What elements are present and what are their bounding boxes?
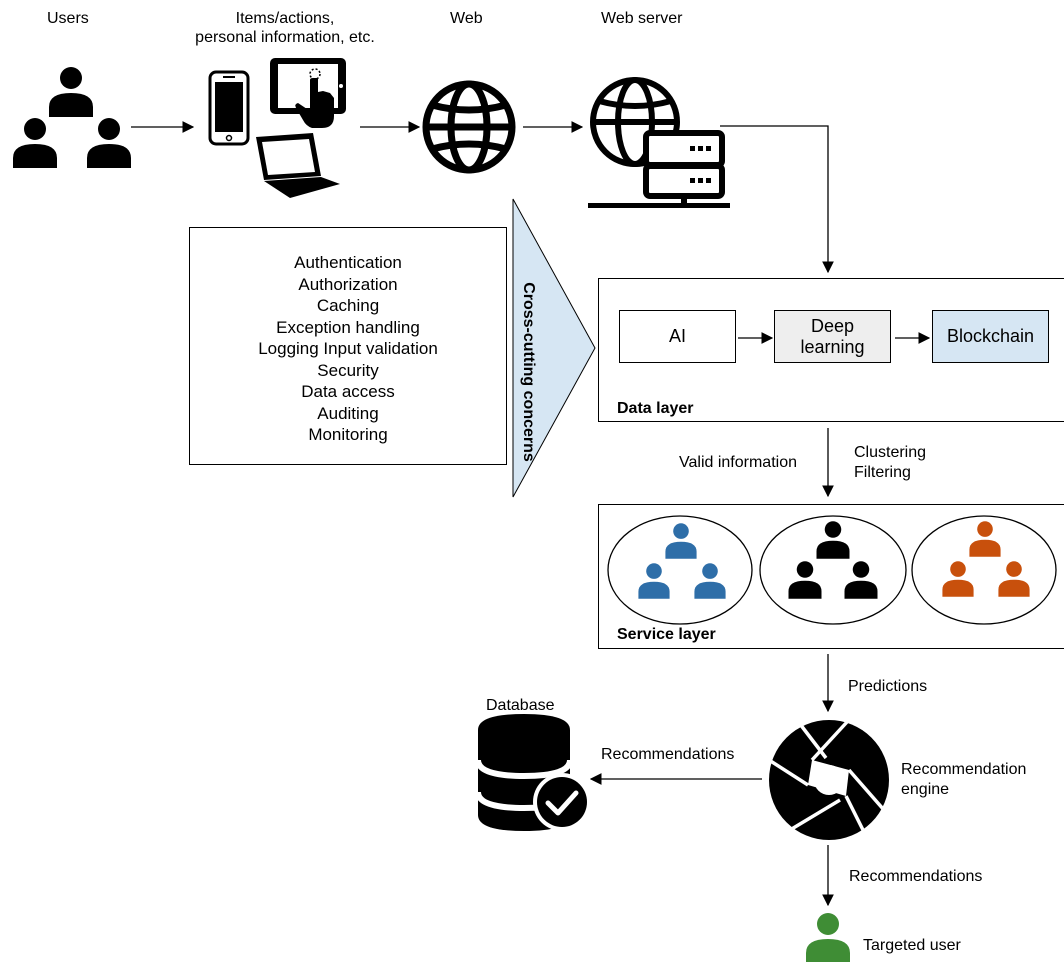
concern-item: Auditing (317, 403, 379, 423)
cross-cutting-arrow (512, 198, 596, 498)
concern-item: Caching (316, 296, 380, 315)
concern-item: Logging Input validation (258, 339, 438, 358)
concerns-box: Authentication Authorization Caching Exc… (189, 227, 507, 465)
targeted-user-icon (806, 913, 850, 962)
items-label-line2: personal information, etc. (195, 29, 375, 46)
cluster-blue (607, 515, 753, 625)
concern-item: Security (317, 360, 379, 380)
web-server-label: Web server (601, 10, 683, 27)
database-icon (475, 714, 591, 831)
ai-box: AI (619, 310, 736, 363)
blockchain-box: Blockchain (932, 310, 1049, 363)
devices-icon (208, 58, 346, 198)
web-label: Web (450, 10, 483, 27)
users-label: Users (47, 10, 89, 27)
concern-item: Monitoring (308, 425, 388, 444)
concern-item: Authentication (294, 253, 402, 272)
globe-icon (422, 80, 516, 174)
deep-learning-line1: Deep (810, 315, 854, 336)
web-server-icon (588, 77, 730, 208)
concern-item: Data access (301, 382, 395, 401)
targeted-user-label: Targeted user (863, 937, 961, 954)
cluster-black (759, 515, 907, 625)
filtering-label: Filtering (854, 464, 911, 481)
concern-item: Authorization (298, 274, 398, 294)
predictions-label: Predictions (848, 678, 928, 695)
concern-item: Exception handling (276, 317, 420, 337)
data-layer-title: Data layer (617, 400, 694, 417)
deep-learning-line2: learning (800, 336, 865, 357)
cluster-orange (911, 515, 1057, 625)
engine-label-line1: Recommendation (901, 761, 1027, 778)
valid-information-label: Valid information (679, 454, 797, 471)
service-layer-title: Service layer (617, 626, 716, 643)
top-flow-arrows (131, 121, 834, 274)
concerns-list: Authentication Authorization Caching Exc… (190, 252, 506, 446)
recommendations-user-label: Recommendations (849, 868, 983, 885)
engine-label-line2: engine (901, 781, 950, 798)
recommendations-db-label: Recommendations (601, 746, 735, 763)
items-label: Items/actions, personal information, etc… (170, 9, 400, 47)
recommendation-engine-icon (768, 720, 889, 840)
service-layer-box: Service layer (598, 504, 1064, 649)
clustering-label: Clustering (854, 444, 927, 461)
users-icon (13, 67, 131, 168)
database-label: Database (486, 697, 555, 714)
cross-cutting-label: Cross-cutting concerns (520, 282, 537, 462)
items-label-line1: Items/actions, (235, 10, 335, 27)
